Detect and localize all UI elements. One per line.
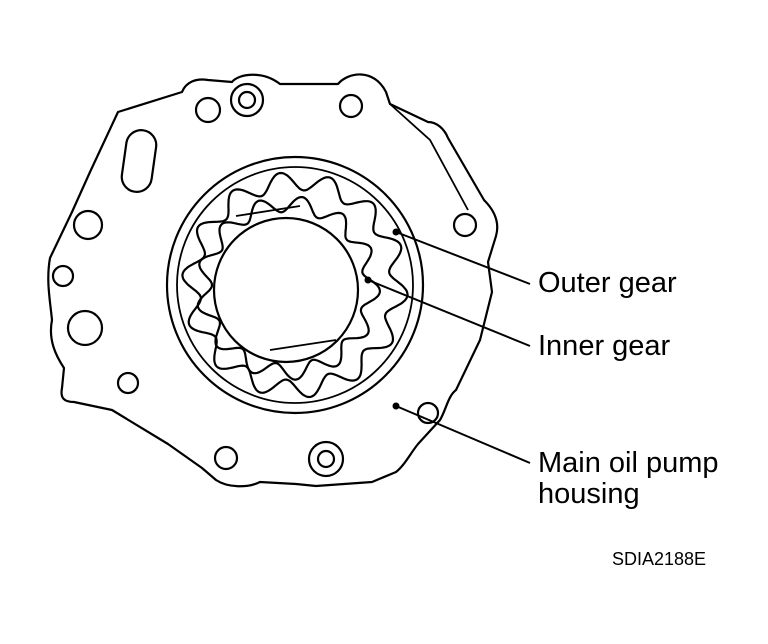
inner-gear: [196, 196, 381, 381]
bolt-hole-bottom-left: [213, 445, 239, 471]
label-inner-gear: Inner gear: [538, 330, 671, 362]
leader-outer-gear: [395, 231, 531, 285]
bolt-hole-lower-left: [116, 371, 140, 395]
leader-inner-gear: [367, 279, 531, 347]
leader-dot-outer-gear: [392, 228, 400, 236]
outer-gear: [181, 171, 409, 399]
bolt-top-core: [237, 90, 257, 110]
bolt-hole-left: [51, 264, 75, 288]
housing-rim-line: [389, 103, 469, 211]
bolt-hole-right: [452, 212, 478, 238]
bolt-hole-lower-right: [416, 401, 440, 425]
bolt-bottom: [307, 440, 345, 478]
gear-flat-marks: [235, 205, 337, 351]
housing-bore-inner: [176, 166, 414, 404]
leader-dot-housing: [392, 402, 400, 410]
inner-gear-bore: [212, 216, 360, 364]
label-housing-line2: housing: [538, 478, 640, 510]
leader-housing: [395, 405, 531, 464]
housing-outline: [47, 73, 499, 488]
slot-hole: [120, 129, 158, 193]
bolt-top: [229, 82, 265, 118]
bolt-bottom-core: [316, 449, 336, 469]
bolt-hole-top-right: [338, 93, 364, 119]
bolt-hole-left-large: [66, 309, 104, 347]
bolt-hole-left-upper: [72, 209, 104, 241]
housing-bore-outer: [165, 155, 425, 415]
bolt-hole-top-left: [194, 96, 222, 124]
label-housing-line1: Main oil pump: [538, 447, 719, 479]
leader-dot-inner-gear: [364, 276, 372, 284]
label-outer-gear: Outer gear: [538, 267, 677, 299]
reference-code: SDIA2188E: [612, 549, 707, 569]
